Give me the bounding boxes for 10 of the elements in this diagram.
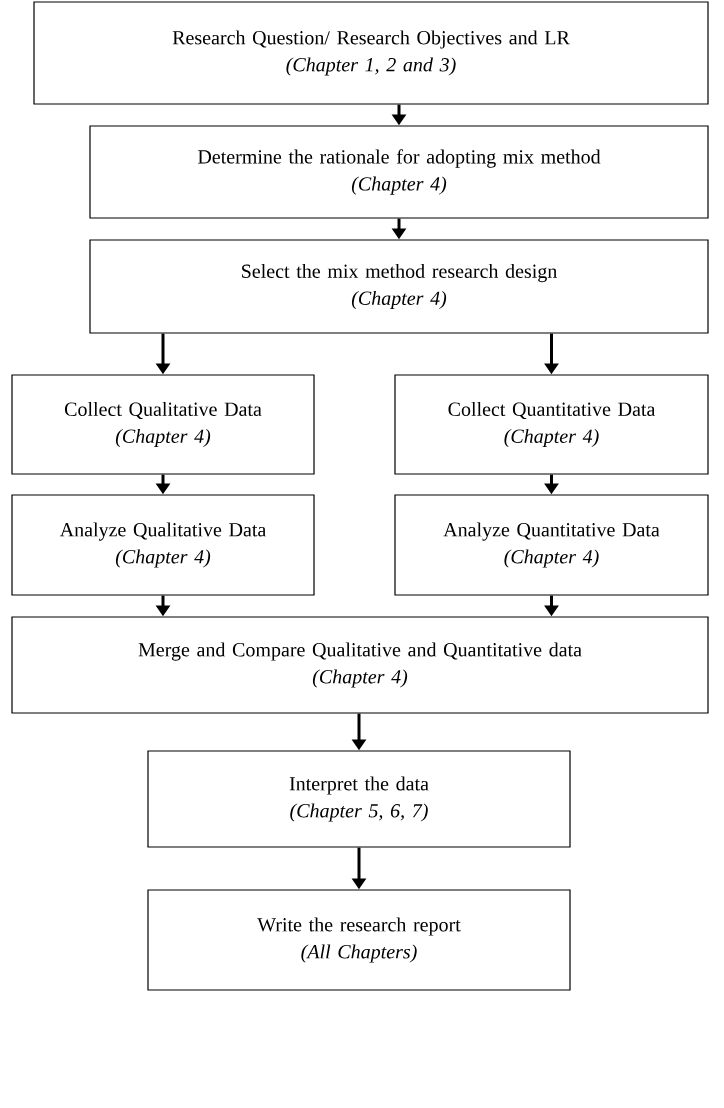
process-box: Analyze Quantitative Data (Chapter 4) [394,494,709,596]
process-box: Collect Quantitative Data (Chapter 4) [394,374,709,475]
process-box: Analyze Qualitative Data (Chapter 4) [11,494,315,596]
process-box: Select the mix method research design (Chapter 4) [89,239,709,334]
process-box: Research Question/ Research Objectives and LR (Chapter 1, 2 and 3) [33,1,709,105]
process-box: Merge and Compare Qualitative and Quantitative data (Chapter 4) [11,616,709,714]
process-box: Determine the rationale for adopting mix method (Chapter 4) [89,125,709,219]
process-box: Write the research report (All Chapters) [147,889,571,991]
process-box: Interpret the data (Chapter 5, 6, 7) [147,750,571,848]
process-box: Collect Qualitative Data (Chapter 4) [11,374,315,475]
